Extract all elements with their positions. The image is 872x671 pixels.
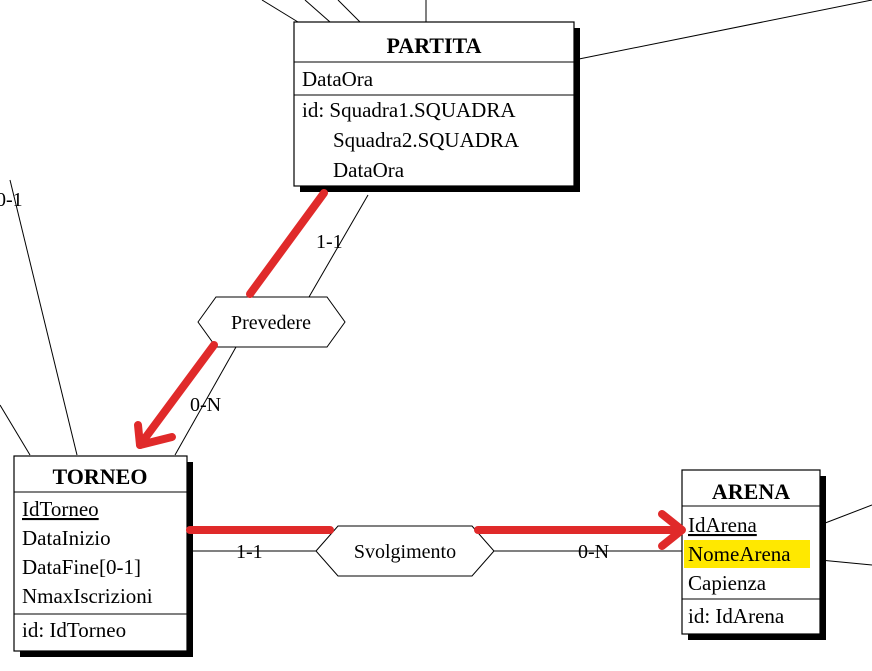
arena-attr-capienza: Capienza (688, 571, 767, 595)
cardinality-torneo-svolgimento: 1-1 (236, 541, 263, 563)
partita-identifier-line: id: Squadra1.SQUADRA (302, 98, 516, 122)
background-connectors (0, 0, 872, 566)
partita-title: PARTITA (387, 33, 482, 58)
torneo-attr-idtorneo: IdTorneo (22, 497, 99, 521)
relationship-prevedere[interactable]: Prevedere (197, 296, 346, 348)
cardinality-partita-prevedere: 1-1 (316, 231, 343, 253)
arena-identifier: id: IdArena (688, 604, 785, 628)
torneo-attr-nmaxiscrizioni: NmaxIscrizioni (22, 584, 153, 608)
cardinality-torneo-prevedere: 0-N (190, 394, 221, 416)
torneo-title: TORNEO (53, 464, 148, 489)
svolgimento-label: Svolgimento (354, 541, 456, 563)
torneo-attr-datainizio: DataInizio (22, 526, 111, 550)
arrow-prevedere-to-torneo (136, 341, 218, 449)
partita-attr-dataora: DataOra (302, 67, 374, 91)
arrowhead-torneo (134, 421, 176, 449)
arena-attr-nomearena: NomeArena (688, 542, 791, 566)
arena-attr-idarena: IdArena (688, 513, 757, 537)
cardinality-left-edge: 0-1 (0, 189, 23, 211)
arena-title: ARENA (712, 479, 790, 504)
prevedere-edges (174, 194, 369, 456)
entity-torneo[interactable]: TORNEO IdTorneo DataInizio DataFine[0-1]… (13, 455, 193, 657)
partita-identifier-line: DataOra (333, 158, 405, 182)
torneo-attr-datafine: DataFine[0-1] (22, 555, 141, 579)
cardinality-arena-svolgimento: 0-N (578, 541, 609, 563)
entity-partita[interactable]: PARTITA DataOra id: Squadra1.SQUADRA Squ… (293, 21, 580, 192)
annotation-arrows (134, 189, 686, 550)
relationship-svolgimento[interactable]: Svolgimento (315, 525, 495, 577)
prevedere-label: Prevedere (231, 312, 311, 334)
partita-identifier-line: Squadra2.SQUADRA (333, 128, 520, 152)
torneo-identifier: id: IdTorneo (22, 618, 126, 642)
arrow-partita-to-prevedere (246, 189, 328, 298)
entity-arena[interactable]: ARENA IdArena NomeArena Capienza id: IdA… (681, 469, 826, 640)
arrowhead-arena (658, 510, 686, 550)
nomearena-highlight (684, 540, 810, 568)
